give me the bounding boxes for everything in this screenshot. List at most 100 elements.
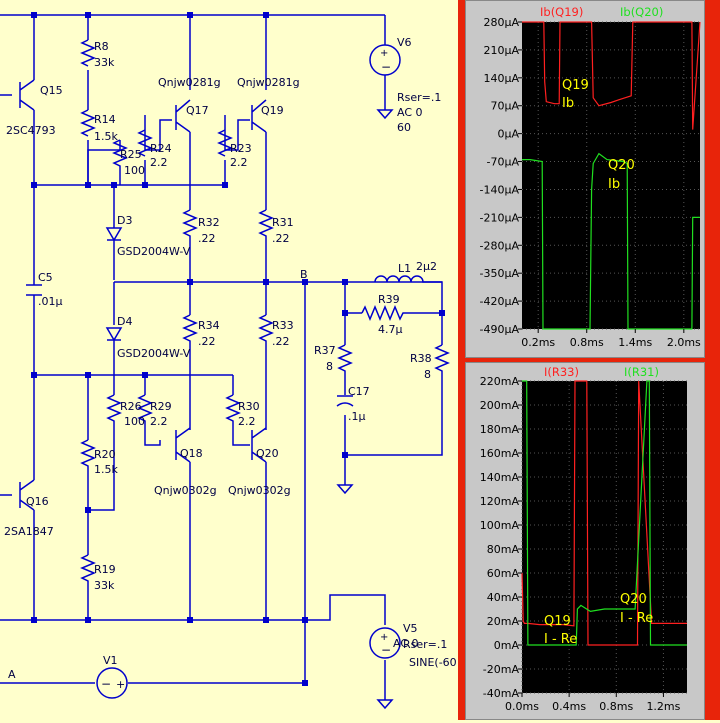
svg-text:−: −	[381, 60, 391, 74]
label-r39-value: 4.7µ	[378, 323, 403, 336]
label-r14: R14	[94, 113, 116, 126]
y-tick-label: 120mA	[480, 495, 520, 508]
label-r8: R8	[94, 40, 109, 53]
label-r23-value: 2.2	[230, 156, 248, 169]
schematic-canvas: + − + − − + R8 33k Q15 2SC4793 R14 1.5k …	[0, 12, 457, 710]
label-q20: Q20	[256, 447, 279, 460]
wires	[0, 14, 443, 700]
x-tick-label: 1.2ms	[646, 700, 680, 713]
y-tick-label: -140µA	[480, 183, 520, 196]
label-d3-part: GSD2004W-V	[117, 245, 191, 258]
label-node-b: B	[300, 268, 308, 281]
label-q19: Q19	[261, 104, 284, 117]
label-q17-part: Qnjw0281g	[158, 76, 221, 89]
svg-text:+: +	[116, 678, 125, 691]
label-d3: D3	[117, 214, 132, 227]
source-v6-symbol: + −	[369, 44, 401, 76]
label-r25-value: 100	[124, 164, 145, 177]
plot-bottom-series	[521, 380, 687, 646]
plot-bottom-svg: 220mA200mA180mA160mA140mA120mA100mA80mA6…	[480, 365, 687, 713]
y-tick-label: 20mA	[487, 615, 520, 628]
plot-top-svg: 280µA210µA140µA70µA0µA-70µA-140µA-210µA-…	[480, 5, 702, 349]
y-tick-label: -210µA	[480, 211, 520, 224]
capacitor-c17-symbol	[336, 395, 354, 407]
y-tick-label: 180mA	[480, 423, 520, 436]
source-v1-symbol: − +	[96, 667, 128, 699]
junctions	[31, 12, 445, 686]
label-r20-value: 1.5k	[94, 463, 118, 476]
label-r23: R23	[230, 142, 252, 155]
plot-bottom-grid	[521, 380, 687, 694]
label-r19-value: 33k	[94, 579, 115, 592]
series-line-ib-q19-	[522, 21, 701, 130]
plot-bottom-area	[522, 381, 687, 693]
x-tick-label: 0.2ms	[521, 336, 555, 349]
label-r38-value: 8	[424, 368, 431, 381]
label-q18: Q18	[180, 447, 203, 460]
inductor-l1-symbol	[374, 275, 442, 283]
y-tick-label: 0µA	[497, 128, 519, 141]
plot-top-grid	[522, 21, 700, 330]
label-r30: R30	[238, 400, 260, 413]
label-r20: R20	[94, 448, 116, 461]
annotation-q19-ire: Q19	[544, 614, 571, 629]
label-c5: C5	[38, 271, 53, 284]
label-r25: R25	[120, 148, 142, 161]
label-r26-value: 100	[124, 415, 145, 428]
label-q18-part: Qnjw0302g	[154, 484, 217, 497]
x-tick-label: 0.0ms	[505, 700, 539, 713]
label-q16: Q16	[26, 495, 49, 508]
label-q15-part: 2SC4793	[6, 124, 56, 137]
label-r33-value: .22	[272, 335, 290, 348]
y-tick-label: 200mA	[480, 399, 520, 412]
label-c17-value: .1µ	[348, 410, 366, 423]
legend-ib-q20: Ib(Q20)	[620, 5, 663, 19]
ground-symbol	[376, 699, 394, 710]
label-node-a: A	[8, 668, 16, 681]
label-q15: Q15	[40, 84, 63, 97]
resistor-symbols	[80, 39, 450, 590]
annotation-q20-ire: Q20	[620, 592, 647, 607]
label-v6: V6	[397, 36, 412, 49]
label-q19-part: Qnjw0281g	[237, 76, 300, 89]
label-v5-sine: SINE(-60	[409, 656, 457, 669]
label-r38: R38	[410, 352, 432, 365]
x-tick-label: 1.4ms	[618, 336, 652, 349]
annotation-q19: Q19	[562, 78, 589, 93]
plot-bottom-y-ticks: 220mA200mA180mA160mA140mA120mA100mA80mA6…	[480, 375, 522, 700]
label-v5-ac: AC 0	[393, 637, 419, 650]
legend-i-r31: I(R31)	[624, 365, 659, 379]
x-tick-label: 0.8ms	[599, 700, 633, 713]
series-line-i-r31-	[522, 380, 687, 646]
label-v5-rser: Rser=.1	[403, 638, 447, 651]
y-tick-label: -40mA	[483, 687, 520, 700]
label-v1: V1	[103, 654, 118, 667]
annotation-q20: Q20	[608, 158, 635, 173]
legend-i-r33: I(R33)	[544, 365, 579, 379]
label-d4: D4	[117, 315, 132, 328]
label-v6-rser: Rser=.1	[397, 91, 441, 104]
label-r34: R34	[198, 319, 220, 332]
y-tick-label: 280µA	[483, 16, 519, 29]
series-line-i-r33-	[521, 380, 687, 646]
annotation-q20-ib: Ib	[608, 177, 620, 192]
y-tick-label: 220mA	[480, 375, 520, 388]
source-v5-symbol: + −	[369, 627, 401, 659]
annotation-q19-ire-line2: I - Re	[544, 632, 577, 647]
label-q17: Q17	[186, 104, 209, 117]
svg-text:+: +	[380, 48, 388, 59]
y-tick-label: 100mA	[480, 519, 520, 532]
x-tick-label: 2.0ms	[667, 336, 701, 349]
label-v5: V5	[403, 622, 418, 635]
label-q16-part: 2SA1847	[4, 525, 54, 538]
label-r34-value: .22	[198, 335, 216, 348]
label-d4-part: GSD2004W-V	[117, 347, 191, 360]
y-tick-label: -20mA	[483, 663, 520, 676]
label-r29: R29	[150, 400, 172, 413]
label-r33: R33	[272, 319, 294, 332]
y-tick-label: 0mA	[494, 639, 520, 652]
plot-top-area	[522, 22, 700, 329]
